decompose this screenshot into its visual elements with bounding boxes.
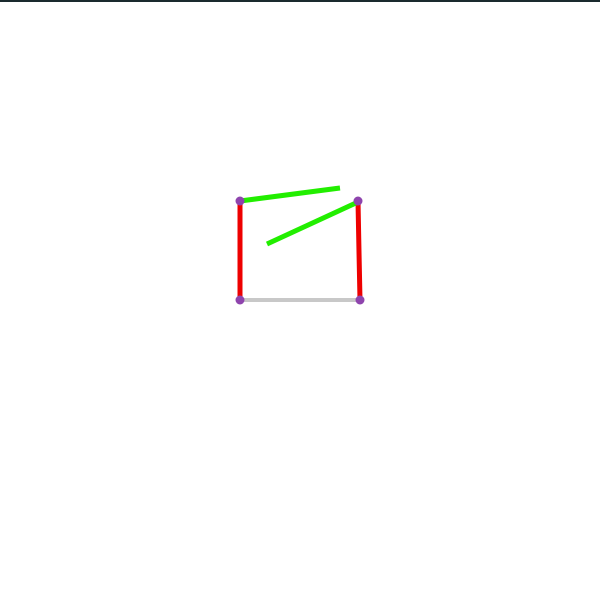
- dots-layer: [235, 196, 365, 305]
- dot-bottom-left[interactable]: [235, 295, 245, 305]
- dot-bottom-right[interactable]: [355, 295, 365, 305]
- dot-top-right[interactable]: [353, 196, 363, 206]
- edges-layer: [237, 185, 363, 302]
- dot-top-left[interactable]: [235, 196, 245, 206]
- right-edge[interactable]: [355, 200, 363, 301]
- diagonal-stroke[interactable]: [265, 199, 360, 247]
- top-stroke[interactable]: [239, 185, 341, 204]
- top-border: [0, 0, 600, 2]
